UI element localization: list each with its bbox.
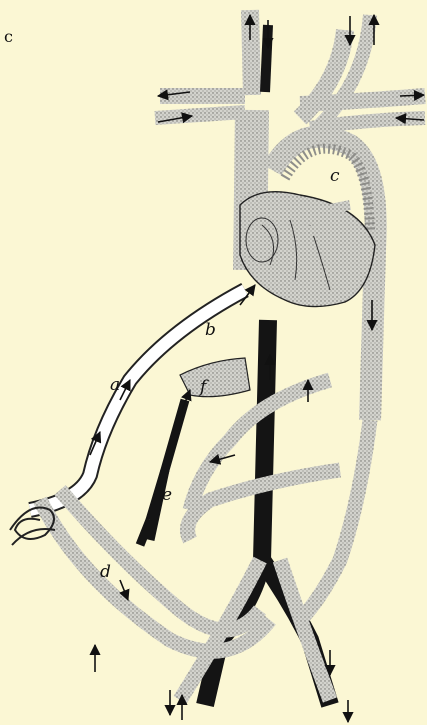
label-d: d [100, 562, 111, 582]
portal-branches [140, 400, 185, 545]
label-c: c [330, 166, 340, 186]
corner-mark: c [4, 27, 13, 46]
label-e: e [162, 485, 172, 505]
label-b: b [205, 320, 216, 340]
neck-vessels [155, 10, 425, 128]
label-a: a [110, 375, 120, 395]
